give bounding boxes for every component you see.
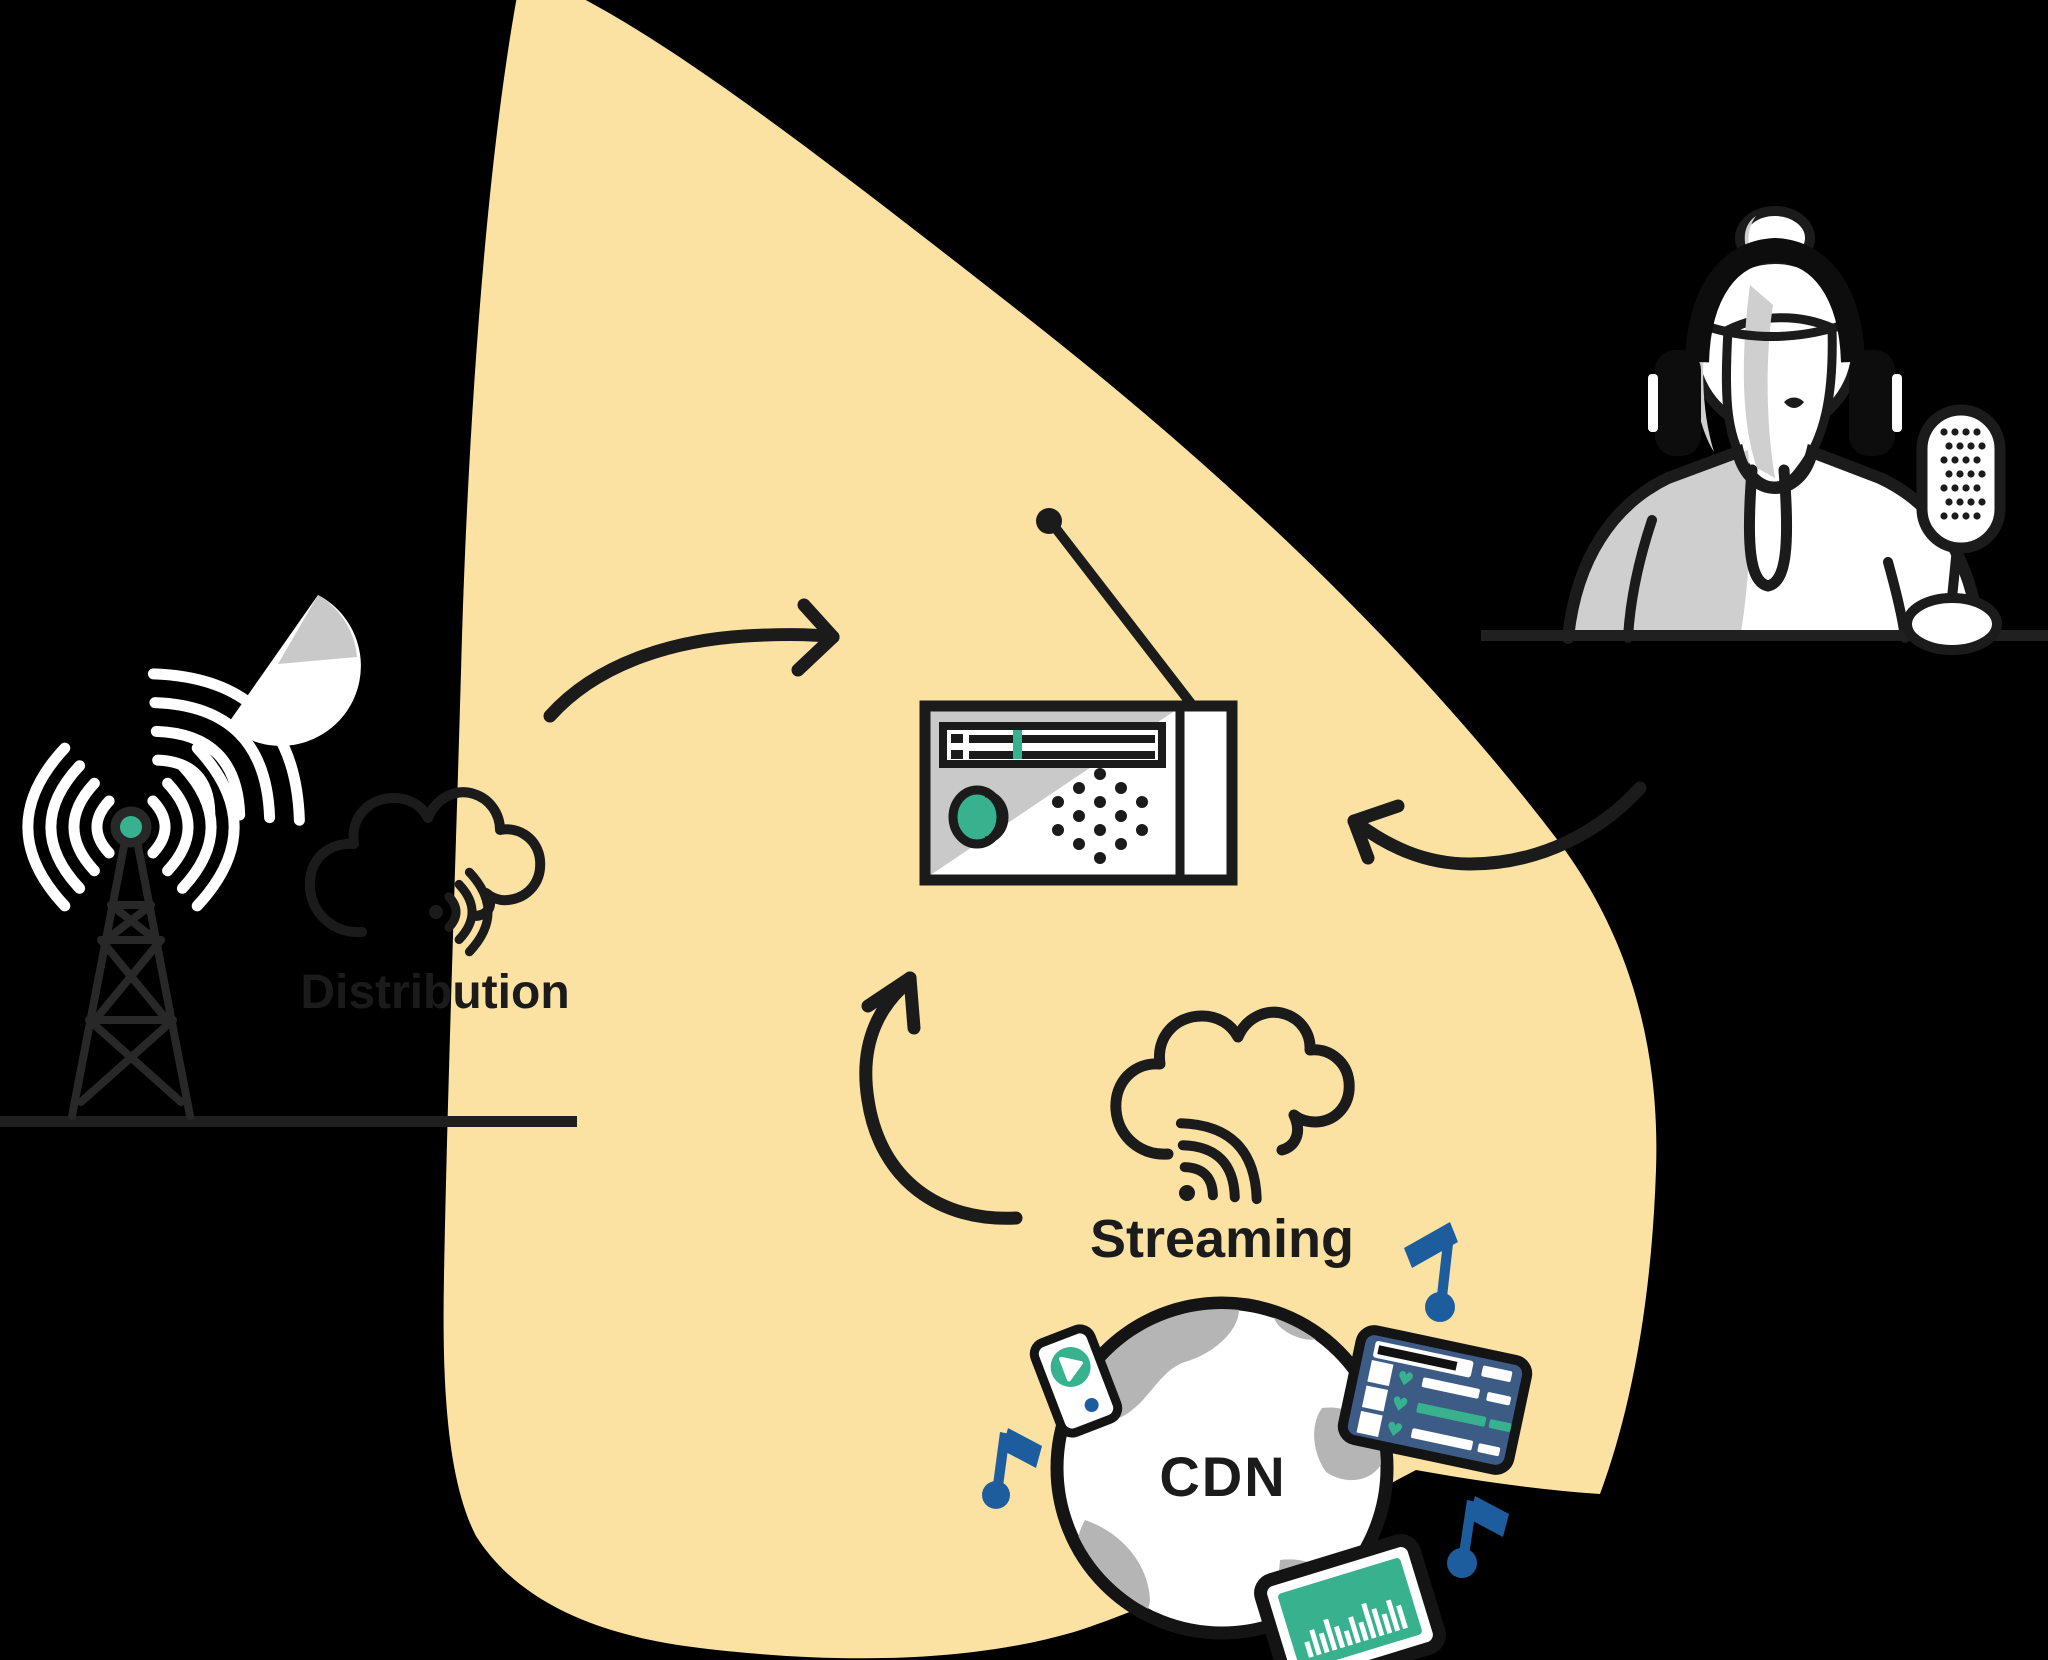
distribution-label: Distribution: [300, 966, 569, 1019]
equalizer-tablet-icon: [1254, 1534, 1446, 1660]
equalizer-bars-icon: [1304, 1599, 1408, 1658]
volume-knob: [948, 785, 1009, 849]
lips: [1784, 397, 1804, 408]
necklace: [1743, 464, 1793, 592]
antenna-tip-dot: [1036, 508, 1062, 534]
streaming-cloud-icon: [1110, 1006, 1355, 1160]
music-note-icon: [1404, 1222, 1458, 1322]
studio-arrow-icon: [1347, 781, 1647, 871]
heart-icon: ♥: [1395, 1367, 1416, 1392]
tuner-marker: [1013, 730, 1022, 759]
broadcaster-figure: [1562, 206, 1986, 644]
streaming-wifi-icon: [1175, 1118, 1262, 1205]
cdn-globe-icon: CDN: [1050, 1296, 1394, 1640]
playlist-tablet-icon: ♥ ♥ ♥: [1337, 1325, 1533, 1475]
tower-waves-icon: [22, 742, 240, 912]
distribution-arrow-icon: [543, 598, 840, 723]
hand: [1902, 593, 2002, 655]
radio-tower-icon: [22, 742, 240, 1120]
streaming-group: Streaming: [859, 971, 1355, 1269]
heart-icon: ♥: [1384, 1418, 1405, 1443]
music-note-icon: [1447, 1496, 1509, 1578]
microphone-icon: [1902, 404, 2006, 655]
satellite-dish-icon: [227, 595, 361, 746]
speaker-grill: [1052, 768, 1148, 864]
mic-grill-dots: [1940, 428, 1986, 520]
antenna-icon: [1049, 521, 1201, 715]
radio-receiver-icon: [919, 508, 1238, 886]
streaming-label: Streaming: [1090, 1209, 1354, 1269]
broadcast-waves-icon: [147, 668, 305, 826]
cdn-label: CDN: [1159, 1445, 1286, 1508]
smartphone-play-icon: [1029, 1324, 1123, 1438]
tower-beacon-dot: [120, 816, 142, 838]
headphones-icon: [1648, 237, 1902, 456]
distribution-wifi-icon: [429, 867, 493, 957]
streaming-arrow-icon: [859, 971, 1023, 1225]
ground-line: [0, 1116, 577, 1127]
distribution-cloud-icon: [304, 787, 546, 938]
tuner-dial: [939, 722, 1166, 768]
desk-line: [1481, 630, 2048, 641]
distribution-group: Distribution: [300, 598, 840, 1019]
forehead-line: [1707, 321, 1845, 341]
music-note-icon: [982, 1428, 1042, 1509]
heart-icon: ♥: [1389, 1392, 1410, 1417]
